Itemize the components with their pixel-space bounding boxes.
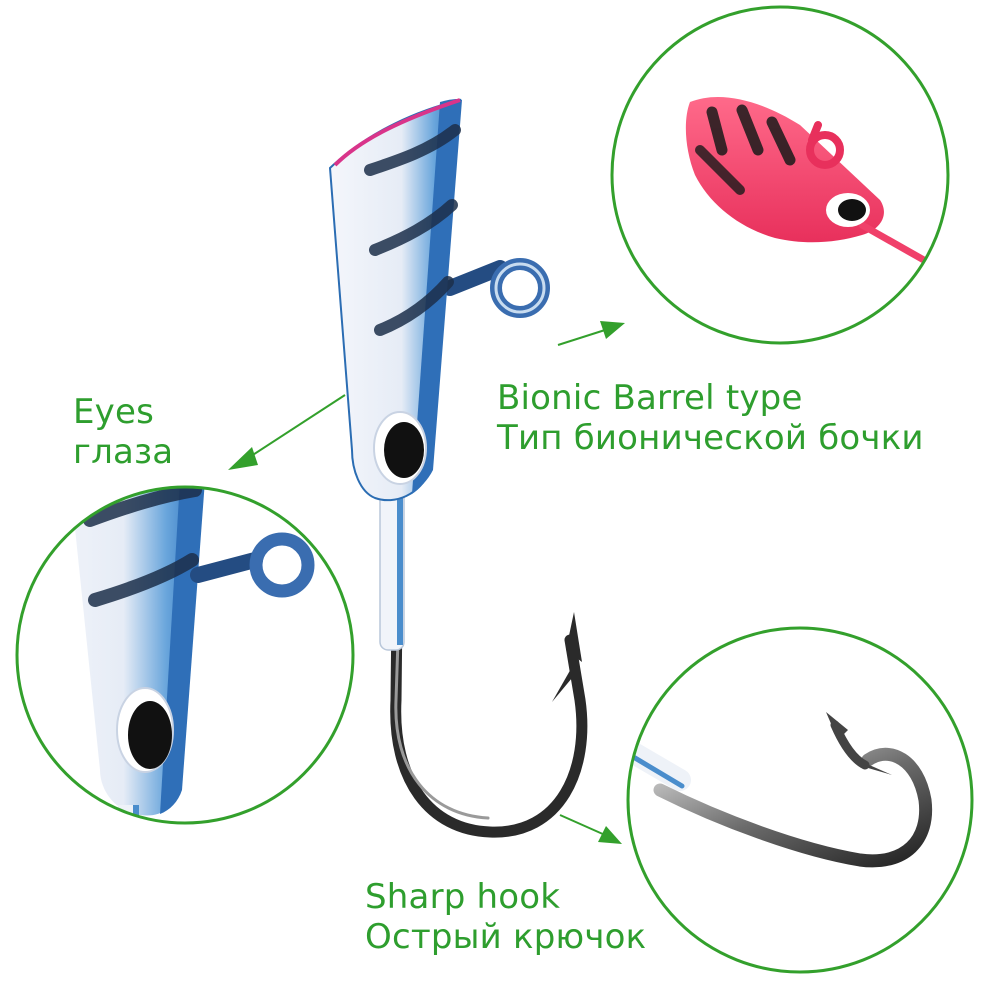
- barrel-label-ru: Тип бионической бочки: [497, 418, 924, 458]
- hook-label: Sharp hook Острый крючок: [365, 877, 646, 957]
- hook-label-en: Sharp hook: [365, 877, 561, 917]
- barrel-closeup: [610, 5, 950, 345]
- main-hook: [390, 514, 588, 838]
- eyes-closeup: [15, 485, 355, 825]
- hook-closeup-ring: [626, 626, 974, 974]
- main-eye-pupil: [384, 422, 424, 478]
- eyes-label-en: Eyes: [73, 392, 155, 432]
- eyes-label-ru: глаза: [73, 432, 174, 472]
- main-hook-shine: [394, 638, 490, 820]
- main-hook-point: [566, 612, 582, 662]
- eyes-label: Eyes глаза: [73, 392, 173, 472]
- main-hook-barb: [552, 660, 576, 702]
- barrel-label-en: Bionic Barrel type: [497, 378, 803, 418]
- main-lure: [328, 98, 588, 838]
- hook-label-ru: Острый крючок: [365, 917, 647, 957]
- barrel-closeup-ring: [610, 5, 950, 345]
- main-eyelet-arm: [442, 260, 508, 296]
- hook-closeup: [626, 626, 974, 974]
- arrow-to-barrel: [557, 321, 625, 346]
- arrow-to-eyes: [228, 394, 346, 470]
- barrel-label: Bionic Barrel type Тип бионической бочки: [497, 378, 924, 458]
- eyes-closeup-ring: [15, 485, 355, 825]
- arrow-to-hook: [559, 814, 622, 844]
